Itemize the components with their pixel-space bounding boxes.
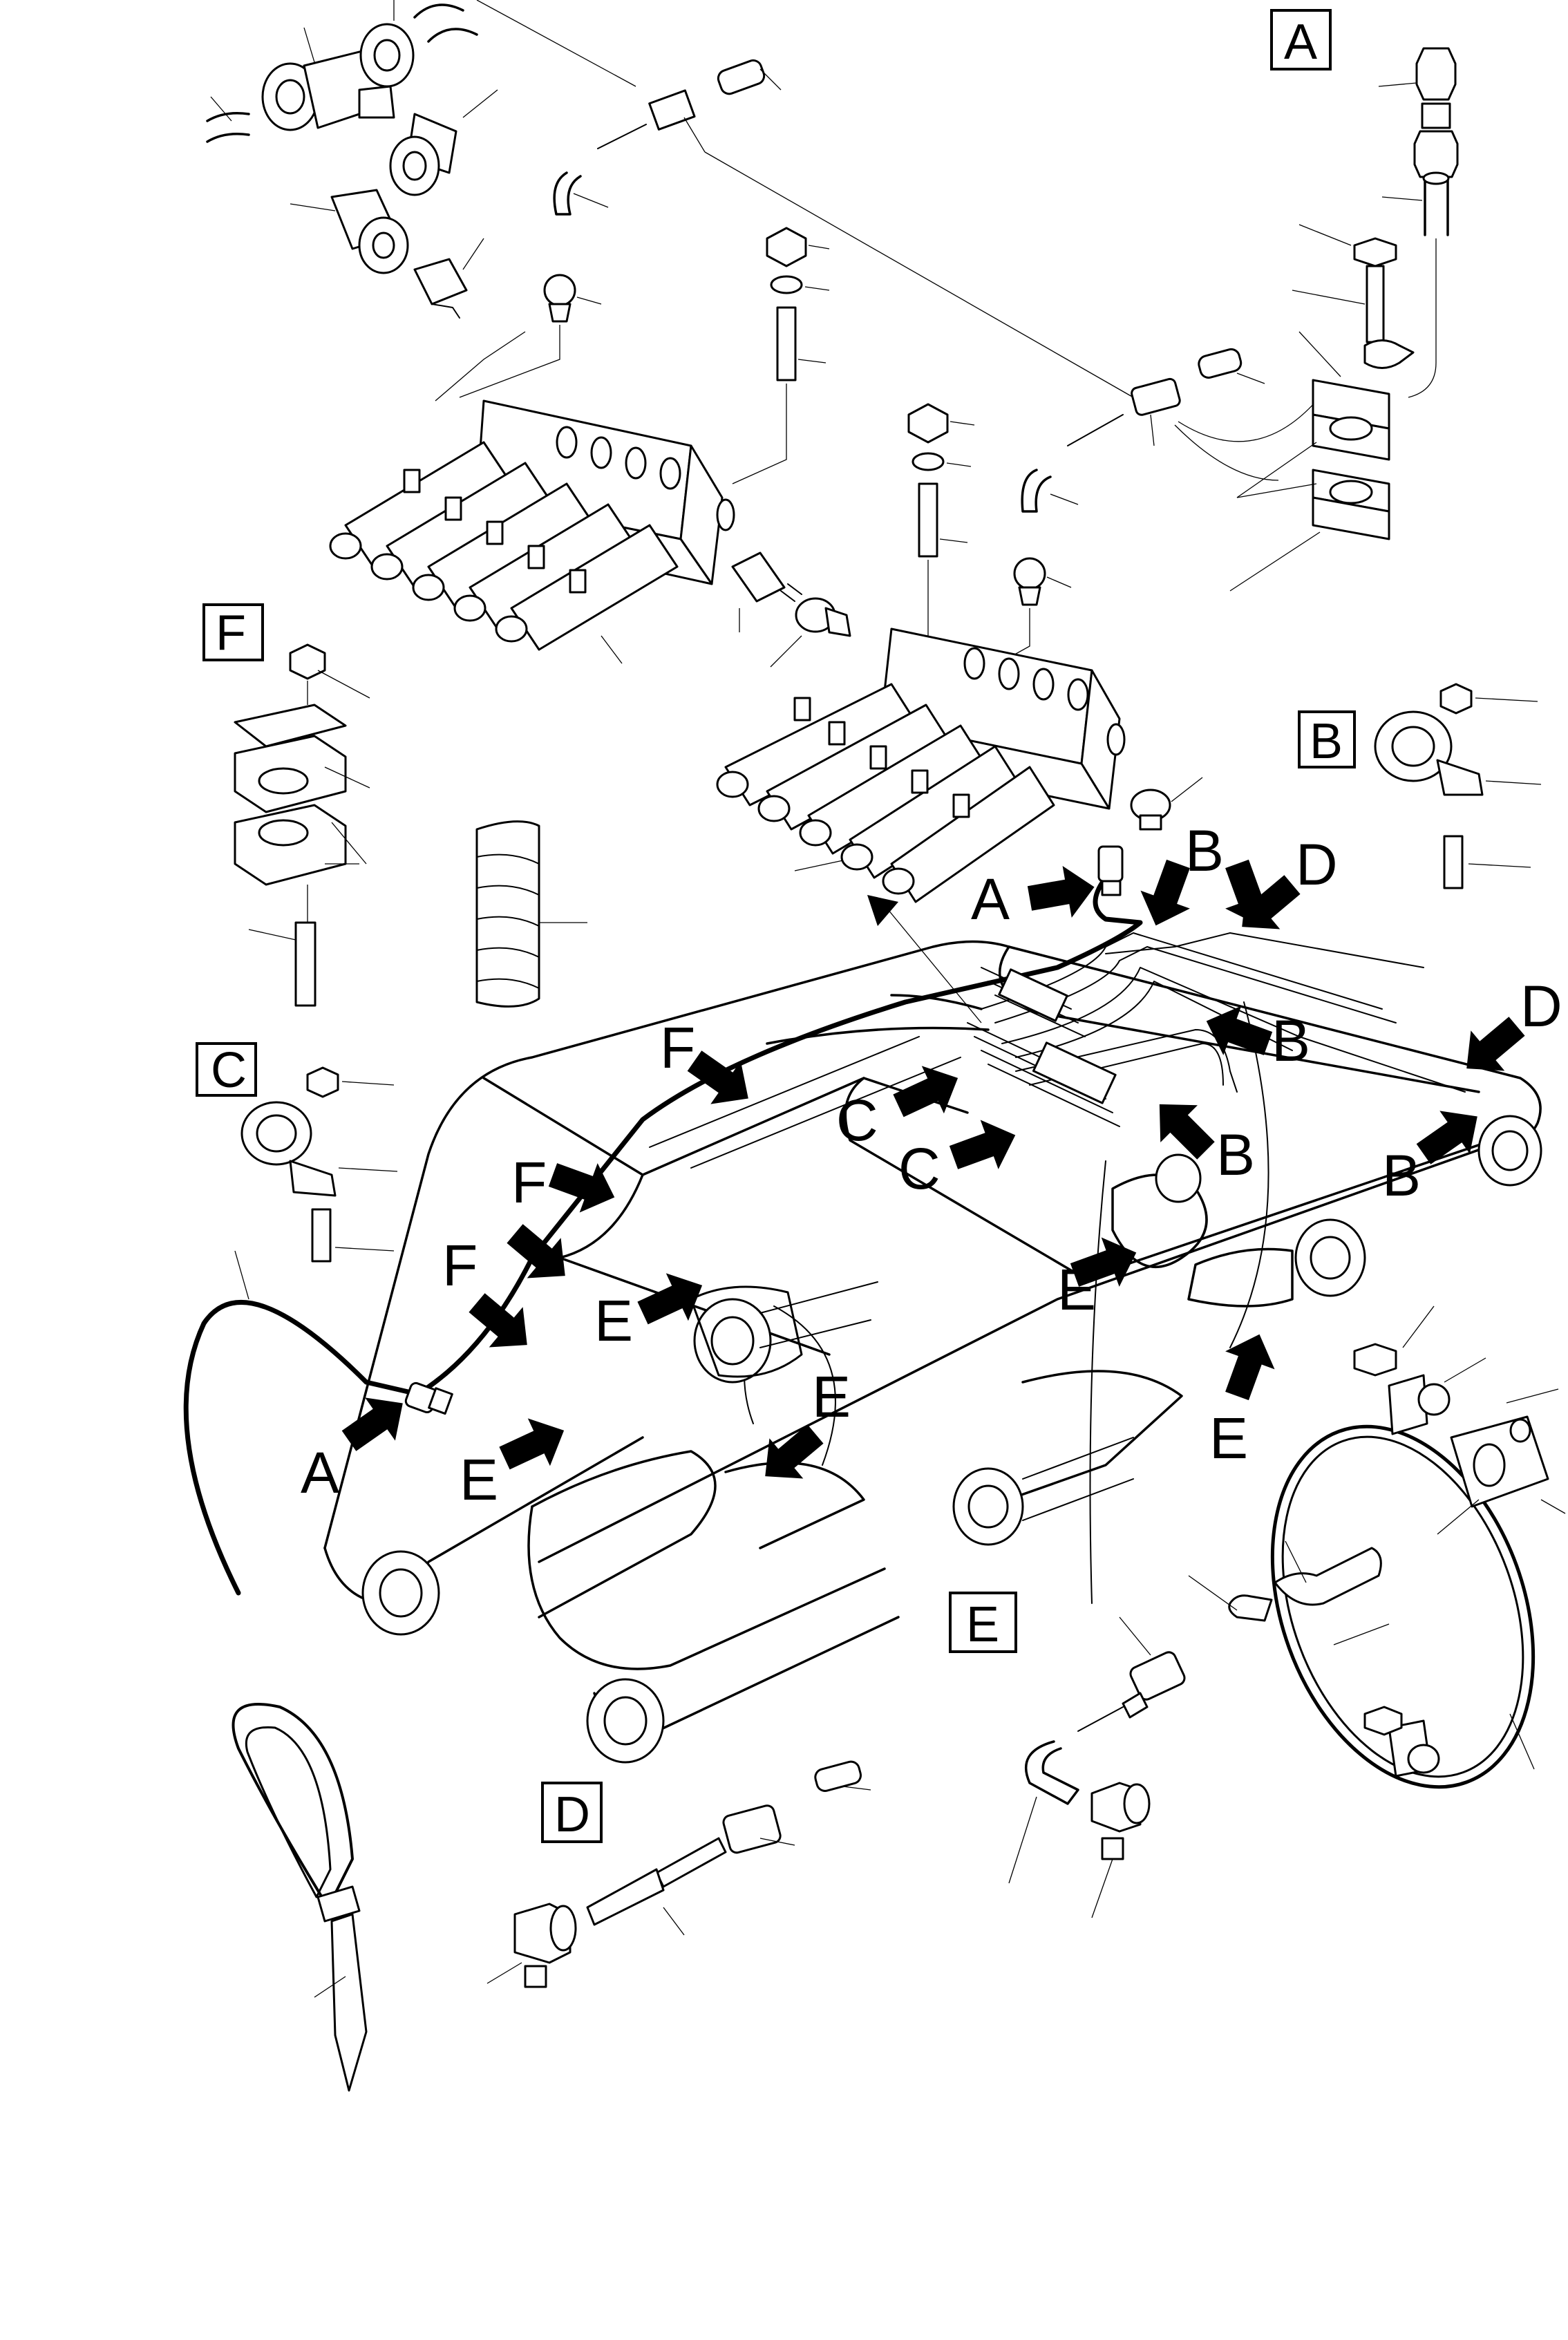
pointer-to-distributor bbox=[884, 905, 982, 1023]
view-label-e: E bbox=[966, 1597, 999, 1652]
hose-whip-left bbox=[183, 1250, 453, 1596]
elbow-fitting-e bbox=[1090, 1782, 1151, 1918]
view-label-b: B bbox=[1310, 714, 1343, 769]
callout-c-1: C bbox=[836, 1088, 878, 1153]
view-a-detail bbox=[1270, 9, 1459, 236]
straight-nipple-fitting bbox=[413, 238, 484, 319]
callout-c-2: C bbox=[898, 1136, 941, 1201]
progressive-distributor-block-lower bbox=[716, 628, 1126, 903]
callout-f-2: F bbox=[511, 1150, 547, 1215]
callout-letters: A A B B B B C C D D E E E E E F F F bbox=[301, 818, 1562, 1512]
hose-connector-a bbox=[1097, 845, 1124, 896]
callout-b-4: B bbox=[1382, 1143, 1421, 1208]
callout-a-2: A bbox=[301, 1440, 339, 1505]
view-label-f: F bbox=[216, 605, 246, 661]
view-label-a: A bbox=[1284, 15, 1317, 70]
callout-e-1: E bbox=[594, 1288, 633, 1353]
hose-end-fitting-right bbox=[1021, 348, 1317, 513]
callout-f-1: F bbox=[660, 1015, 695, 1080]
callout-e-2: E bbox=[460, 1447, 498, 1512]
boom-pivot-bushings bbox=[361, 1115, 1542, 1764]
grease-nipple-right bbox=[1013, 557, 1072, 606]
clamp-assembly-a bbox=[1229, 224, 1437, 592]
callout-d-1: D bbox=[1296, 832, 1338, 897]
tee-fitting-assembly bbox=[206, 0, 636, 143]
hose-end-fitting-top bbox=[553, 59, 782, 216]
callout-a-1: A bbox=[971, 867, 1010, 932]
callout-b-1: B bbox=[1185, 818, 1224, 883]
callout-arrows bbox=[341, 859, 1525, 1479]
view-b-detail bbox=[1298, 683, 1542, 889]
callout-b-3: B bbox=[1216, 1122, 1255, 1187]
view-label-d: D bbox=[554, 1787, 590, 1842]
view-c-detail bbox=[196, 1042, 398, 1263]
stud-bolt-and-nut-top bbox=[766, 227, 830, 381]
callout-e-4: E bbox=[1057, 1257, 1096, 1322]
view-e-detail-band-clamp bbox=[1188, 1305, 1566, 1789]
view-label-boxes: A B C D E F bbox=[211, 15, 1343, 1843]
distributors-mounted-on-boom bbox=[967, 967, 1120, 1127]
cable-tie bbox=[232, 1703, 368, 2092]
elbow-fitting-lower bbox=[290, 189, 409, 274]
grease-nipple-top bbox=[543, 274, 602, 323]
hose-fitting-e bbox=[1008, 1616, 1186, 1884]
view-d-detail bbox=[487, 1760, 871, 1988]
adapter-fitting-mid-2 bbox=[770, 597, 851, 668]
spiral-hose-guard bbox=[475, 820, 587, 1008]
pointer-arrowhead bbox=[867, 895, 898, 926]
progressive-distributor-block-upper bbox=[329, 399, 735, 664]
stud-bolt-and-nut-right bbox=[898, 403, 1030, 685]
callout-e-3: E bbox=[812, 1364, 851, 1429]
view-f-detail bbox=[202, 603, 370, 1007]
plug-screw bbox=[1130, 777, 1203, 831]
adapter-fitting-mid bbox=[731, 551, 802, 632]
callout-b-2: B bbox=[1272, 1008, 1310, 1073]
callout-d-2: D bbox=[1520, 974, 1562, 1039]
elbow-fitting-upper bbox=[389, 89, 498, 196]
callout-f-3: F bbox=[442, 1233, 478, 1298]
view-label-c: C bbox=[211, 1043, 247, 1098]
callout-e-5: E bbox=[1209, 1406, 1248, 1471]
